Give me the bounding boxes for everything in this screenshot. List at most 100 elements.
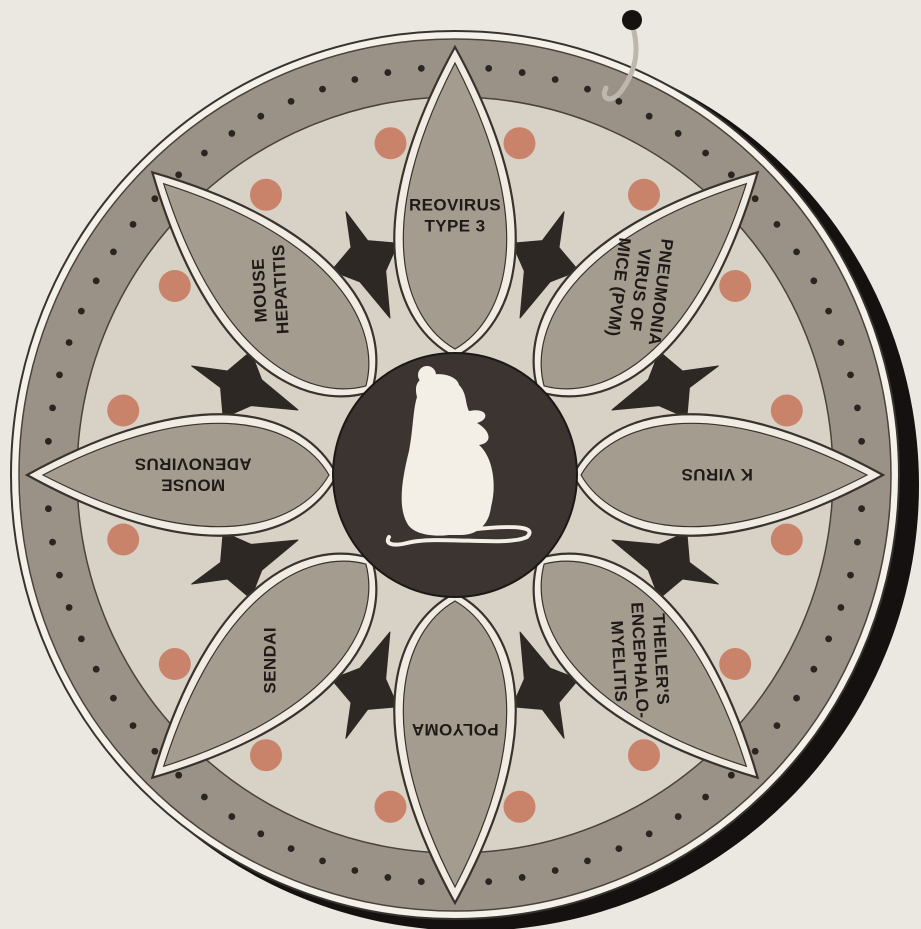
rim-dot xyxy=(56,572,63,579)
peg-circle xyxy=(250,179,282,211)
peg-circle xyxy=(107,395,139,427)
rim-dot xyxy=(151,748,158,755)
petal-label-line: MOUSE xyxy=(161,476,225,495)
rim-dot xyxy=(485,878,492,885)
peg-circle xyxy=(503,127,535,159)
rim-dot xyxy=(175,772,182,779)
rim-dot xyxy=(384,874,391,881)
rim-dot xyxy=(56,371,63,378)
peg-circle xyxy=(159,648,191,680)
peg-circle xyxy=(503,791,535,823)
rim-dot xyxy=(288,98,295,105)
peg-circle xyxy=(628,739,660,771)
peg-circle xyxy=(719,270,751,302)
rim-dot xyxy=(384,69,391,76)
rim-dot xyxy=(45,505,52,512)
rim-dot xyxy=(837,339,844,346)
petal-label-line: K VIRUS xyxy=(681,465,753,484)
rim-dot xyxy=(825,635,832,642)
rim-dot xyxy=(793,695,800,702)
rim-dot xyxy=(615,845,622,852)
rim-dot xyxy=(257,830,264,837)
rim-dot xyxy=(257,113,264,120)
peg-circle xyxy=(771,395,803,427)
rim-dot xyxy=(810,277,817,284)
petal-label-line: MOUSE xyxy=(249,258,271,323)
peg-circle xyxy=(159,270,191,302)
rim-dot xyxy=(519,874,526,881)
rim-dot xyxy=(854,404,861,411)
rim-dot xyxy=(130,221,137,228)
rim-dot xyxy=(675,130,682,137)
rim-dot xyxy=(151,195,158,202)
rim-dot xyxy=(825,308,832,315)
peg-circle xyxy=(719,648,751,680)
petal-label-group: SENDAI xyxy=(261,627,280,694)
peg-circle xyxy=(375,791,407,823)
rim-dot xyxy=(110,248,117,255)
rim-dot xyxy=(847,572,854,579)
rim-dot xyxy=(78,635,85,642)
rim-dot xyxy=(228,130,235,137)
petal-label-line: ADENOVIRUS xyxy=(134,455,251,474)
rim-dot xyxy=(418,65,425,72)
peg-circle xyxy=(375,127,407,159)
rim-dot xyxy=(66,339,73,346)
rim-dot xyxy=(93,666,100,673)
rim-dot xyxy=(675,813,682,820)
rim-dot xyxy=(702,150,709,157)
peg-circle xyxy=(107,523,139,555)
rim-dot xyxy=(175,171,182,178)
rim-dot xyxy=(49,539,56,546)
petal-label-line: SENDAI xyxy=(261,627,280,694)
petal-label-group: POLYOMA xyxy=(411,720,498,739)
rim-dot xyxy=(201,150,208,157)
peg-circle xyxy=(771,523,803,555)
rim-dot xyxy=(110,695,117,702)
rim-dot xyxy=(646,830,653,837)
rim-dot xyxy=(774,221,781,228)
peg-circle xyxy=(628,179,660,211)
rim-dot xyxy=(584,857,591,864)
rim-dot xyxy=(351,867,358,874)
rim-dot xyxy=(66,604,73,611)
petal-label-line: POLYOMA xyxy=(411,720,498,739)
mouse-ear xyxy=(418,366,436,384)
rim-dot xyxy=(351,76,358,83)
rim-dot xyxy=(228,813,235,820)
peg-circle xyxy=(250,739,282,771)
rim-dot xyxy=(519,69,526,76)
rim-dot xyxy=(810,666,817,673)
rim-dot xyxy=(858,438,865,445)
rim-dot xyxy=(418,878,425,885)
rim-dot xyxy=(793,248,800,255)
petal-label-group: K VIRUS xyxy=(681,465,753,484)
petal-label-line: REOVIRUS xyxy=(409,196,501,215)
rim-dot xyxy=(752,195,759,202)
rim-dot xyxy=(774,722,781,729)
rim-dot xyxy=(288,845,295,852)
rim-dot xyxy=(858,505,865,512)
rim-dot xyxy=(646,113,653,120)
rim-dot xyxy=(319,86,326,93)
rim-dot xyxy=(93,277,100,284)
rim-dot xyxy=(552,76,559,83)
rim-dot xyxy=(319,857,326,864)
rim-dot xyxy=(130,722,137,729)
rim-dot xyxy=(728,772,735,779)
rim-dot xyxy=(45,438,52,445)
rim-dot xyxy=(584,86,591,93)
petal-label-line: TYPE 3 xyxy=(425,217,486,236)
rim-dot xyxy=(752,748,759,755)
rim-dot xyxy=(485,65,492,72)
rim-dot xyxy=(201,794,208,801)
rim-dot xyxy=(837,604,844,611)
rim-dot xyxy=(847,371,854,378)
rim-dot xyxy=(78,308,85,315)
pin-pointer-head xyxy=(622,10,642,30)
rim-dot xyxy=(728,171,735,178)
rim-dot xyxy=(702,794,709,801)
